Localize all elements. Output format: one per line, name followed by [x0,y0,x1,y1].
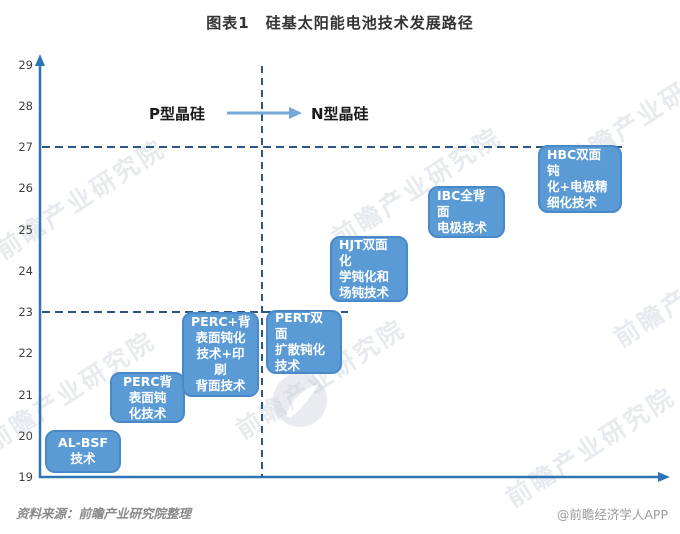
tech-box-6: IBC全背面 电极技术 [428,186,505,238]
y-tick-21: 21 [18,387,33,402]
watermark-globe-icon [272,372,328,432]
n-type-label: N型晶硅 [311,105,369,123]
chart-title: 图表1 硅基太阳能电池技术发展路径 [206,14,474,32]
credit-note: @前瞻经济学人APP [556,507,668,522]
y-tick-27: 27 [18,140,33,154]
tech-box-5: HJT双面化 学钝化和 场钝技术 [330,235,408,302]
tech-box-1: AL-BSF 技术 [45,429,121,473]
y-tick-23: 23 [18,305,33,319]
tech-box-7: HBC双面钝 化+电极精 细化技术 [538,144,622,213]
y-tick-25: 25 [18,222,33,237]
y-tick-24: 24 [18,263,33,278]
tech-box-2: PERC背 表面钝 化技术 [110,371,185,424]
pn-arrow-head-icon [289,107,302,119]
y-tick-26: 26 [18,181,33,196]
y-tick-29: 29 [18,57,33,72]
y-axis-arrowhead-icon [35,54,45,66]
watermark-text: 前瞻产业研究院 [608,221,680,353]
data-source-note: 资料来源：前瞻产业研究院整理 [16,506,192,521]
tech-box-3: PERC+背 表面钝化 技术+印刷 背面技术 [182,312,259,397]
watermark-text: 前瞻产业研究院 [500,381,680,513]
y-tick-20: 20 [18,428,33,443]
y-tick-28: 28 [18,98,33,113]
x-axis-arrowhead-icon [658,472,670,482]
tech-box-4: PERT双面 扩散钝化 技术 [266,310,342,374]
y-tick-19: 19 [18,470,33,484]
y-tick-22: 22 [18,346,33,361]
p-type-label: P型晶硅 [149,105,205,123]
